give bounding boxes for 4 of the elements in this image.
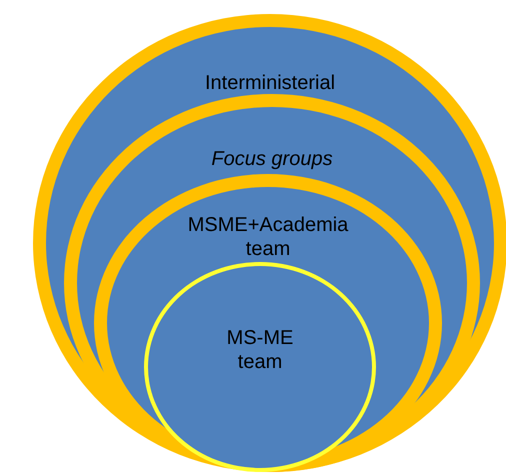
region-label: MS-ME team (226, 326, 294, 374)
region-label: Focus groups (210, 147, 334, 171)
region-label: MSME+Academia team (186, 213, 350, 261)
region-label: Interministerial (204, 71, 336, 95)
